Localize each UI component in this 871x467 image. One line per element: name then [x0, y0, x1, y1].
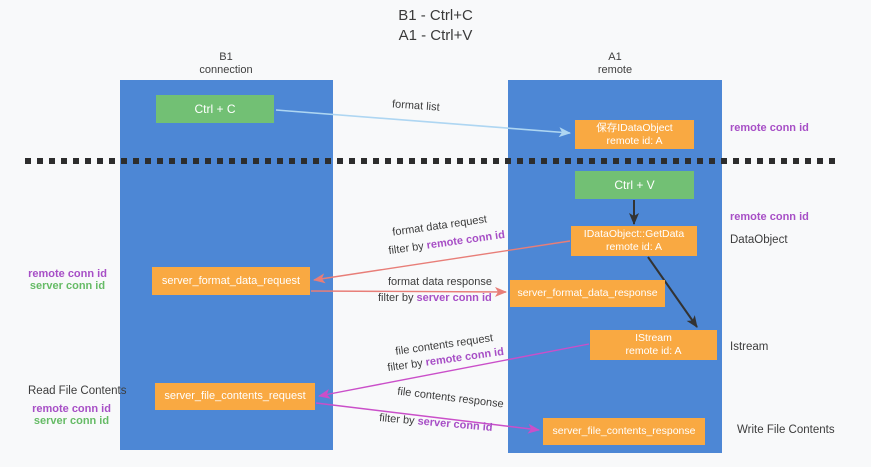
ctrl-v-box: Ctrl + V: [575, 171, 694, 199]
lane-a1-role: remote: [597, 64, 633, 76]
save-idataobject-box: 保存IDataObject remote id: A: [575, 120, 694, 149]
title-line-2: A1 - Ctrl+V: [398, 27, 473, 44]
file-contents-response-label: file contents response: [396, 385, 505, 411]
title-line-1: B1 - Ctrl+C: [398, 7, 473, 24]
filter-by-text: filter by: [378, 412, 416, 428]
format-list-label: format list: [391, 98, 441, 114]
filter-by-text: filter by: [386, 357, 424, 375]
lane-header-a1: A1 remote: [555, 51, 675, 77]
ctrl-c-label: Ctrl + C: [194, 101, 236, 116]
lane-a1-name: A1: [608, 51, 622, 63]
server-conn-id-text: server conn id: [416, 292, 492, 304]
read-file-contents-annotation: Read File Contents: [28, 385, 127, 397]
idataobject-getdata-box: IDataObject::GetData remote id: A: [571, 226, 697, 256]
dataobject-annotation: DataObject: [730, 234, 788, 246]
left-server-conn-id-mid: server conn id: [29, 280, 106, 292]
server-format-data-response-box: server_format_data_response: [510, 280, 665, 307]
server-format-data-response-label: server_format_data_response: [517, 287, 658, 299]
left-remote-conn-id-bottom: remote conn id: [32, 403, 111, 415]
istream-line1: IStream: [635, 332, 672, 344]
lane-header-b1: B1 connection: [166, 51, 286, 77]
left-server-conn-id-bottom: server conn id: [33, 415, 110, 427]
istream-box: IStream remote id: A: [590, 330, 717, 360]
istream-line2: remote id: A: [625, 345, 682, 357]
left-conn-id-group-bottom: remote conn id server conn id: [24, 403, 119, 427]
left-remote-conn-id-mid: remote conn id: [28, 268, 107, 280]
server-file-contents-response-label: server_file_contents_response: [552, 425, 696, 437]
server-file-contents-request-label: server_file_contents_request: [164, 390, 306, 402]
left-conn-id-group-mid: remote conn id server conn id: [20, 268, 115, 292]
file-contents-response-filter: filter by server conn id: [379, 412, 493, 434]
idataobject-getdata-line1: IDataObject::GetData: [583, 228, 685, 240]
write-file-contents-annotation: Write File Contents: [737, 424, 835, 436]
save-idataobject-line1: 保存IDataObject: [596, 121, 673, 134]
idataobject-getdata-line2: remote id: A: [605, 241, 663, 253]
lane-b1-name: B1: [219, 51, 233, 63]
filter-by-text: filter by: [378, 292, 414, 304]
server-file-contents-request-box: server_file_contents_request: [155, 383, 315, 410]
format-data-response-filter: filter by server conn id: [378, 292, 492, 304]
server-format-data-request-box: server_format_data_request: [152, 267, 310, 295]
server-format-data-request-label: server_format_data_request: [161, 274, 301, 287]
diagram-title: B1 - Ctrl+C A1 - Ctrl+V: [0, 6, 871, 46]
server-conn-id-text: server conn id: [417, 415, 494, 434]
ctrl-v-label: Ctrl + V: [614, 177, 655, 192]
server-file-contents-response-box: server_file_contents_response: [543, 418, 705, 445]
right-remote-conn-id-top: remote conn id: [730, 122, 809, 134]
istream-annotation: Istream: [730, 341, 769, 353]
ctrl-c-box: Ctrl + C: [156, 95, 274, 123]
lane-b1-role: connection: [199, 64, 253, 76]
format-data-response-label: format data response: [388, 276, 492, 288]
right-remote-conn-id-mid: remote conn id: [730, 211, 809, 223]
filter-by-text: filter by: [387, 240, 425, 258]
save-idataobject-line2: remote id: A: [606, 134, 663, 147]
dashed-separator: [25, 158, 841, 164]
